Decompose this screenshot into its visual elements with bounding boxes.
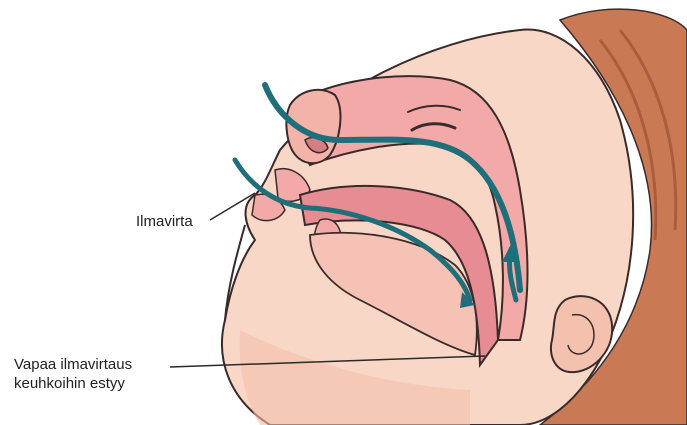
airflow-label-text: Ilmavirta — [136, 213, 193, 230]
blocked-label-line2: keuhkoihin estyy — [14, 374, 132, 393]
blocked-airflow-label: Vapaa ilmavirtaus keuhkoihin estyy — [14, 355, 132, 393]
ear — [551, 296, 612, 372]
blocked-label-line1: Vapaa ilmavirtaus — [14, 355, 132, 374]
airflow-label: Ilmavirta — [136, 212, 193, 231]
